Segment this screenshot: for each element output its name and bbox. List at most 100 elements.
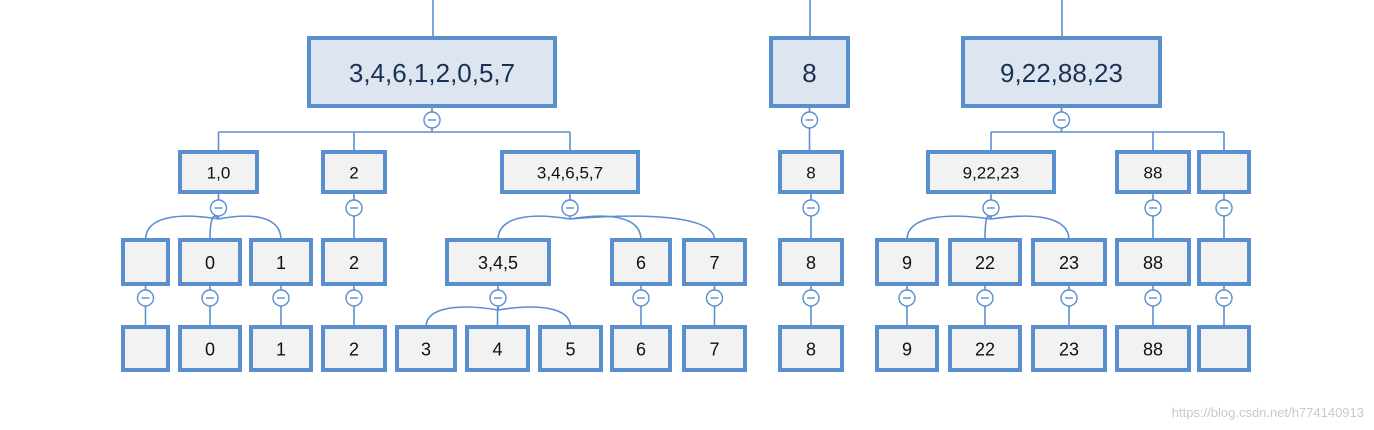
tree-0-root-node-box — [307, 36, 557, 108]
tree-0-l4-node: 5 — [538, 325, 603, 372]
tree-0-l2-node-label: 1,0 — [207, 164, 231, 183]
tree-1-l2-node-box — [778, 150, 844, 194]
tree-0-l2-node-box — [178, 150, 259, 194]
tree-2-l2-node: 9,22,23 — [926, 150, 1056, 194]
tree-0-l3-node-box — [610, 238, 672, 286]
tree-2-l3-node-label: 88 — [1143, 253, 1163, 273]
tree-1-l4-node-label: 8 — [806, 340, 816, 360]
tree-0-l3-collapse-icon[interactable] — [272, 289, 290, 307]
tree-0-l3-node-box — [445, 238, 551, 286]
tree-0-l3-curve — [496, 306, 499, 328]
tree-2-l3-node-box — [1031, 238, 1107, 286]
tree-2-l3-node-label: 22 — [975, 253, 995, 273]
tree-2-l2-collapse-icon[interactable] — [1144, 199, 1162, 217]
tree-0-l2-node: 3,4,6,5,7 — [500, 150, 640, 194]
tree-2-l3-node: 88 — [1115, 238, 1191, 286]
tree-1-l3-collapse-icon[interactable] — [802, 289, 820, 307]
tree-0-l2-collapse-icon[interactable] — [209, 199, 228, 217]
tree-0-l4-node-label: 6 — [636, 340, 646, 360]
tree-1-root-collapse-icon[interactable] — [800, 111, 819, 129]
tree-2-l3-collapse-icon[interactable] — [898, 289, 916, 307]
tree-0-l3-node: 3,4,5 — [445, 238, 551, 286]
tree-2-l4-node: 22 — [948, 325, 1022, 372]
tree-2-l3-collapse-icon[interactable] — [976, 289, 994, 307]
tree-2-root-node-box — [961, 36, 1162, 108]
tree-2-l4-node-box — [875, 325, 939, 372]
tree-2-l3-node-box — [1115, 238, 1191, 286]
tree-2-l2-node-box — [1197, 150, 1251, 194]
tree-0-l3-collapse-icon[interactable] — [136, 289, 155, 307]
tree-1-l4-node: 8 — [778, 325, 844, 372]
tree-0-l4-node: 0 — [178, 325, 242, 372]
tree-2-l4-node-box — [1031, 325, 1107, 372]
tree-0-l4-node-box — [321, 325, 387, 372]
tree-0-l4-node: 7 — [682, 325, 747, 372]
tree-2-l3-collapse-icon[interactable] — [1060, 289, 1078, 307]
tree-0-l3-collapse-icon[interactable] — [489, 289, 507, 307]
tree-0-l4-node-label: 1 — [276, 340, 286, 360]
tree-2-l3-node: 22 — [948, 238, 1022, 286]
tree-0-l4-node-box — [538, 325, 603, 372]
tree-0-root-node: 3,4,6,1,2,0,5,7 — [307, 36, 557, 108]
tree-2-l3-collapse-icon[interactable] — [1215, 289, 1233, 307]
tree-2-l2-curve — [990, 215, 1070, 241]
tree-0-l4-node-label: 0 — [205, 340, 215, 360]
tree-2-l4-node-box — [1197, 325, 1251, 372]
tree-0-l2-collapse-icon[interactable] — [345, 199, 363, 217]
tree-0-l3-node-box — [121, 238, 170, 286]
tree-0-l2-curve — [144, 215, 219, 241]
tree-0-l4-node-box — [121, 325, 170, 372]
tree-2-l2-collapse-icon[interactable] — [982, 199, 1000, 217]
tree-1-root-node-label: 8 — [802, 58, 816, 88]
tree-1-l2-node: 8 — [778, 150, 844, 194]
tree-2-l3-collapse-icon[interactable] — [1144, 289, 1162, 307]
tree-nodes: 3,4,6,1,2,0,5,7 1,0 2 3,4,6,5,7 0 1 2 3,4,5 6 7 0 1… — [121, 36, 1251, 372]
tree-0-l3-node-box — [249, 238, 313, 286]
tree-2-l4-node: 88 — [1115, 325, 1191, 372]
tree-0-l3-collapse-icon[interactable] — [705, 289, 724, 307]
watermark: https://blog.csdn.net/h774140913 — [1171, 405, 1364, 420]
tree-0-l3-node: 7 — [682, 238, 747, 286]
tree-2-l2-node — [1197, 150, 1251, 194]
tree-0-l3-collapse-icon[interactable] — [345, 289, 363, 307]
tree-2-l2-node-box — [926, 150, 1056, 194]
tree-0-l3-node-label: 0 — [205, 253, 215, 273]
tree-0-l4-node: 6 — [610, 325, 672, 372]
tree-2-l4-node-box — [1115, 325, 1191, 372]
tree-2-root-collapse-icon[interactable] — [1052, 111, 1071, 129]
tree-1-l3-node: 8 — [778, 238, 844, 286]
tree-2-l3-node: 23 — [1031, 238, 1107, 286]
tree-0-l4-node — [121, 325, 170, 372]
tree-0-l3-node-box — [321, 238, 387, 286]
tree-2-l4-node-label: 9 — [902, 340, 912, 360]
tree-2-l4-node: 23 — [1031, 325, 1107, 372]
tree-2-l2-curve — [984, 215, 992, 241]
tree-0-l3-collapse-icon[interactable] — [201, 289, 219, 307]
tree-0-l3-node-box — [178, 238, 242, 286]
tree-2-l2-collapse-icon[interactable] — [1215, 199, 1233, 217]
tree-0-root-node-label: 3,4,6,1,2,0,5,7 — [349, 58, 515, 88]
tree-1-l3-node-label: 8 — [806, 253, 816, 273]
tree-0-l3-node — [121, 238, 170, 286]
tree-0-l2-node-label: 2 — [349, 164, 358, 183]
tree-1-root-node-box — [769, 36, 850, 108]
tree-0-l3-node-label: 2 — [349, 253, 359, 273]
tree-0-root-collapse-icon[interactable] — [423, 111, 441, 129]
tree-0-l4-node: 3 — [395, 325, 457, 372]
tree-0-l4-node-label: 3 — [421, 340, 431, 360]
tree-0-l2-curve — [569, 215, 716, 241]
tree-0-l2-curve — [497, 215, 571, 241]
tree-0-l4-node-label: 7 — [709, 340, 719, 360]
tree-2-l4-node-label: 22 — [975, 340, 995, 360]
tree-1-l3-node-box — [778, 238, 844, 286]
tree-0-l2-collapse-icon[interactable] — [561, 199, 579, 217]
tree-0-l3-node-label: 1 — [276, 253, 286, 273]
collapse-toggles — [136, 111, 1233, 307]
tree-0-l3-collapse-icon[interactable] — [632, 289, 650, 307]
tree-0-l4-node-box — [610, 325, 672, 372]
tree-1-l2-collapse-icon[interactable] — [802, 199, 820, 217]
tree-0-l4-node: 4 — [465, 325, 530, 372]
tree-0-l2-node: 1,0 — [178, 150, 259, 194]
tree-0-l3-curve — [425, 306, 499, 328]
